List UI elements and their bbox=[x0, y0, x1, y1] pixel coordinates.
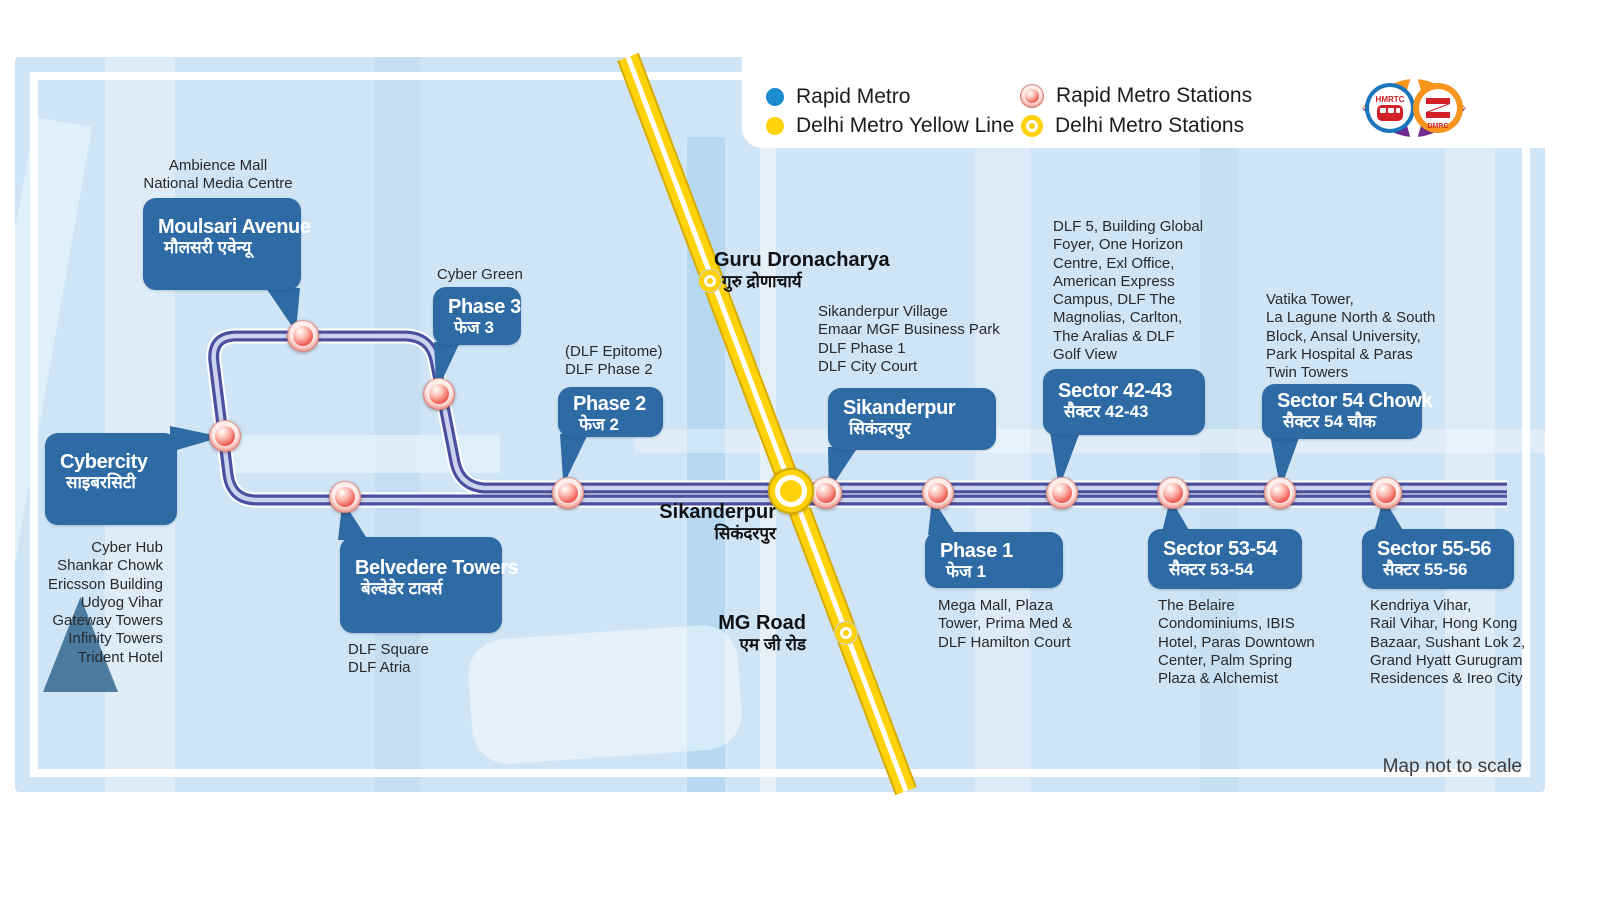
landmarks-sector5556: Kendriya Vihar, Rail Vihar, Hong Kong Ba… bbox=[1370, 597, 1526, 688]
rapid-metro-dot-icon bbox=[766, 88, 784, 106]
map-scale-note: Map not to scale bbox=[1382, 756, 1522, 777]
legend-yellow-line: Delhi Metro Yellow Line bbox=[766, 114, 1014, 138]
legend-label: Delhi Metro Stations bbox=[1055, 114, 1245, 137]
interchange-core bbox=[780, 480, 802, 502]
station-name-en: Phase 2 bbox=[573, 393, 646, 415]
landmarks-belvedere: DLF Square DLF Atria bbox=[348, 641, 429, 677]
legend-label: Rapid Metro Stations bbox=[1056, 84, 1253, 107]
label-guru-dronacharya: Guru Dronacharya गुरु द्रोणाचार्य bbox=[714, 249, 890, 292]
station-box-sector4243: Sector 42-43 सैक्टर 42-43 bbox=[1043, 369, 1205, 435]
landmarks-phase1: Mega Mall, Plaza Tower, Prima Med & DLF … bbox=[938, 597, 1073, 651]
station-name-en: Belvedere Towers bbox=[355, 557, 519, 579]
station-box-phase1: Phase 1 फेज 1 bbox=[925, 532, 1063, 588]
station-box-sector5354: Sector 53-54 सैक्टर 53-54 bbox=[1148, 529, 1302, 589]
svg-text:DMRC: DMRC bbox=[1428, 123, 1449, 130]
marker-sikanderpur-rm bbox=[810, 477, 842, 509]
station-name-en: Sikanderpur bbox=[843, 397, 956, 419]
station-name-hi: सिकंदरपुर bbox=[849, 419, 911, 439]
station-box-moulsari: Moulsari Avenue मौलसरी एवेन्यू bbox=[143, 198, 311, 290]
yellow-line-dot-icon bbox=[766, 117, 784, 135]
dm-name-hi: सिकंदरपुर bbox=[714, 524, 776, 543]
station-box-phase3: Phase 3 फेज 3 bbox=[433, 287, 521, 345]
station-box-sector54chowk: Sector 54 Chowk सैक्टर 54 चौक bbox=[1262, 384, 1433, 439]
station-name-en: Phase 1 bbox=[940, 540, 1013, 562]
station-name-hi: साइबरसिटी bbox=[66, 473, 136, 493]
legend-label: Delhi Metro Yellow Line bbox=[796, 114, 1015, 137]
station-name-hi: सैक्टर 55-56 bbox=[1383, 560, 1468, 580]
station-box-belvedere: Belvedere Towers बेल्वेडेर टावर्स bbox=[340, 537, 519, 633]
station-box-sector5556: Sector 55-56 सैक्टर 55-56 bbox=[1362, 529, 1514, 589]
dm-name-hi: एम जी रोड bbox=[739, 635, 806, 654]
marker-cybercity bbox=[209, 420, 241, 452]
marker-guru-dronacharya bbox=[699, 270, 721, 292]
landmarks-cybercity: Cyber Hub Shankar Chowk Ericsson Buildin… bbox=[47, 539, 163, 666]
station-name-hi: सैक्टर 53-54 bbox=[1169, 560, 1254, 580]
legend-label: Rapid Metro bbox=[796, 85, 911, 108]
legend-rapid-metro: Rapid Metro bbox=[766, 85, 910, 109]
landmarks-phase2: (DLF Epitome) DLF Phase 2 bbox=[565, 343, 663, 379]
dm-name-en: Guru Dronacharya bbox=[714, 249, 890, 271]
station-name-hi: फेज 3 bbox=[454, 318, 494, 338]
legend-dm-stations: Delhi Metro Stations bbox=[1021, 114, 1244, 138]
station-name-hi: बेल्वेडेर टावर्स bbox=[361, 579, 443, 599]
marker-mg-road bbox=[835, 622, 857, 644]
marker-phase2 bbox=[552, 477, 584, 509]
marker-sector54chowk bbox=[1264, 477, 1296, 509]
svg-text:HMRTC: HMRTC bbox=[1376, 95, 1405, 104]
hmrtc-dmrc-logo: HMRTC DMRC bbox=[1358, 66, 1470, 150]
landmarks-phase3: Cyber Green bbox=[437, 266, 523, 283]
marker-phase1 bbox=[922, 477, 954, 509]
dm-name-en: Sikanderpur bbox=[659, 501, 776, 523]
rapid-station-icon bbox=[1020, 84, 1044, 108]
marker-sikanderpur-interchange bbox=[768, 468, 814, 514]
station-box-sikanderpur: Sikanderpur सिकंदरपुर bbox=[828, 388, 996, 450]
station-name-en: Sector 42-43 bbox=[1058, 380, 1173, 402]
station-name-hi: सैक्टर 54 चौक bbox=[1283, 412, 1376, 432]
station-name-en: Phase 3 bbox=[448, 296, 521, 318]
station-name-hi: फेज 2 bbox=[579, 415, 619, 435]
station-name-en: Sector 54 Chowk bbox=[1277, 390, 1433, 412]
station-name-hi: सैक्टर 42-43 bbox=[1064, 402, 1149, 422]
station-name-hi: फेज 1 bbox=[946, 562, 986, 582]
legend-rapid-stations: Rapid Metro Stations bbox=[1020, 84, 1252, 108]
station-name-en: Cybercity bbox=[60, 451, 148, 473]
label-mg-road: MG Road एम जी रोड bbox=[698, 612, 806, 655]
station-box-cybercity: Cybercity साइबरसिटी bbox=[45, 433, 177, 525]
station-name-en: Sector 55-56 bbox=[1377, 538, 1492, 560]
landmarks-sector54chowk: Vatika Tower, La Lagune North & South Bl… bbox=[1266, 291, 1436, 382]
landmarks-moulsari: Ambience Mall National Media Centre bbox=[143, 157, 293, 193]
station-name-hi: मौलसरी एवेन्यू bbox=[164, 238, 252, 258]
label-sikanderpur-dm: Sikanderpur सिकंदरपुर bbox=[640, 501, 776, 544]
station-name-en: Sector 53-54 bbox=[1163, 538, 1278, 560]
dm-name-en: MG Road bbox=[718, 612, 806, 634]
landmarks-sikanderpur: Sikanderpur Village Emaar MGF Business P… bbox=[818, 303, 1000, 375]
landmarks-sector4243: DLF 5, Building Global Foyer, One Horizo… bbox=[1053, 218, 1204, 364]
station-name-en: Moulsari Avenue bbox=[158, 216, 311, 238]
marker-belvedere bbox=[329, 481, 361, 513]
marker-sector5354 bbox=[1157, 477, 1189, 509]
bg-band bbox=[105, 57, 175, 792]
station-box-phase2: Phase 2 फेज 2 bbox=[558, 387, 663, 437]
marker-moulsari bbox=[287, 320, 319, 352]
landmarks-sector5354: The Belaire Condominiums, IBIS Hotel, Pa… bbox=[1158, 597, 1315, 688]
dm-station-icon bbox=[1021, 115, 1043, 137]
marker-phase3 bbox=[423, 378, 455, 410]
marker-sector4243 bbox=[1046, 477, 1078, 509]
dm-name-hi: गुरु द्रोणाचार्य bbox=[722, 272, 802, 291]
marker-sector5556 bbox=[1370, 477, 1402, 509]
